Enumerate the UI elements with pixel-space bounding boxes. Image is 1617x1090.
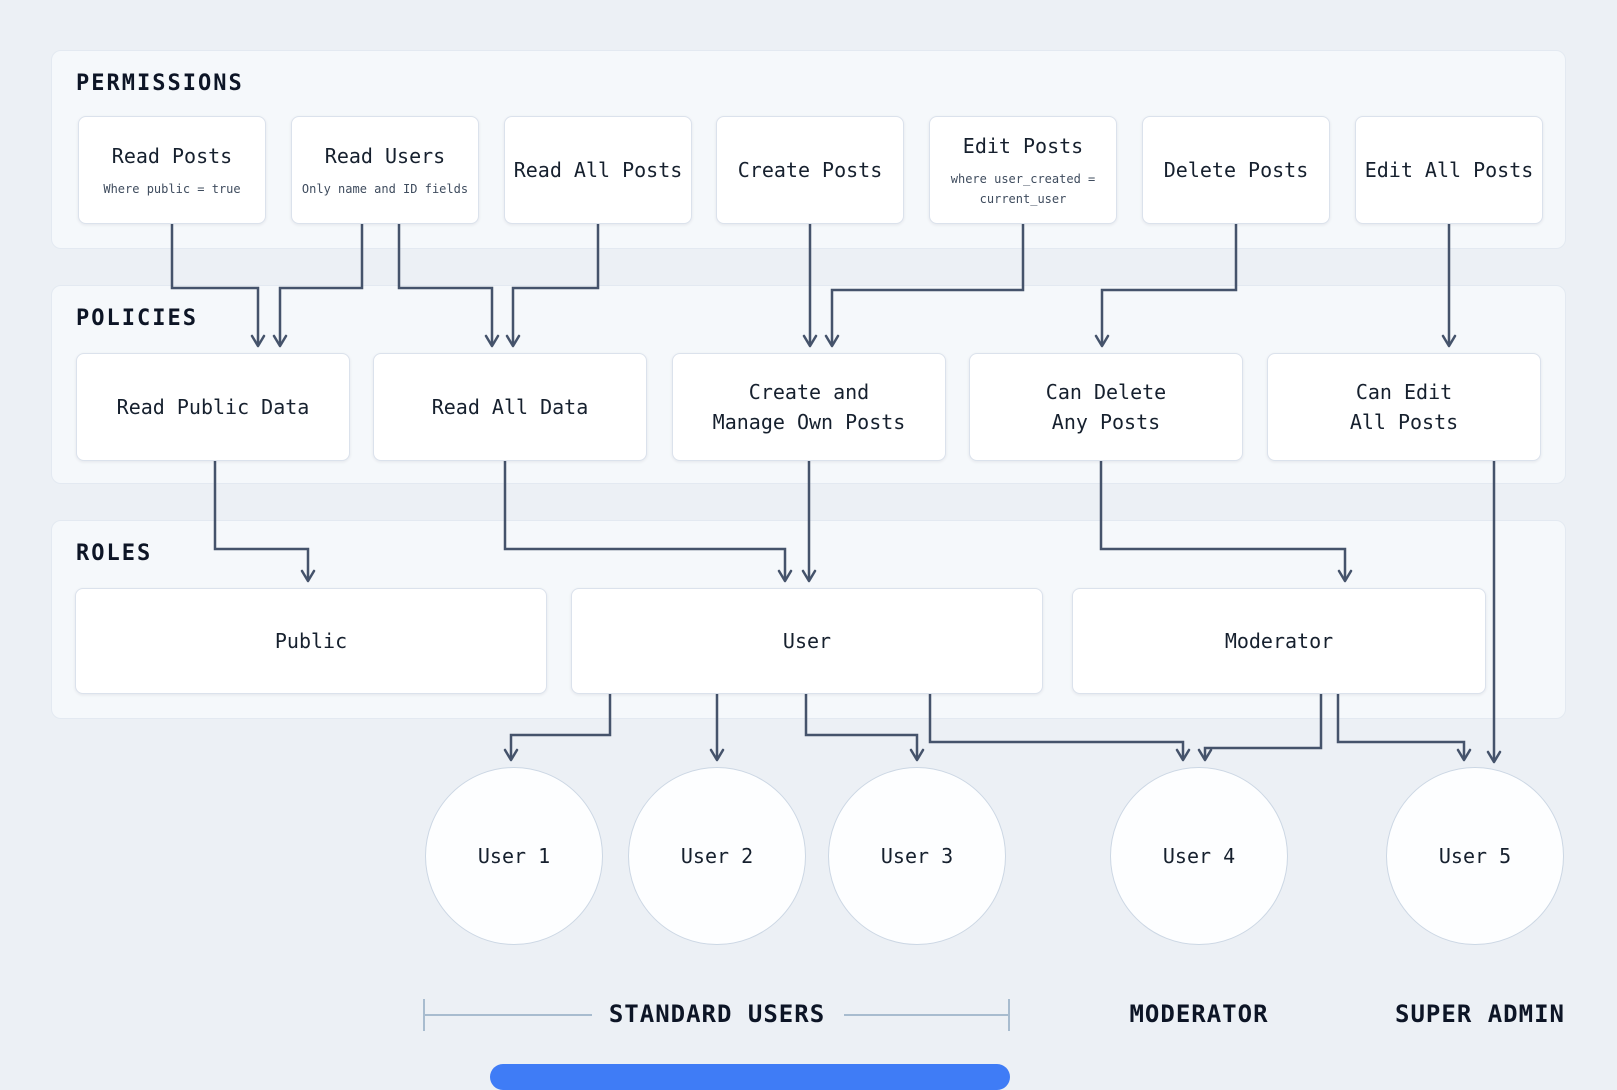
policy-node-create-manage-own-posts[interactable]: Create and Manage Own Posts [672, 353, 946, 461]
user-circle-5[interactable]: User 5 [1386, 767, 1564, 945]
policy-node-can-edit-all-posts[interactable]: Can Edit All Posts [1267, 353, 1541, 461]
user-circle-2[interactable]: User 2 [628, 767, 806, 945]
node-title: Read Users [324, 143, 446, 168]
node-title: Delete Posts [1163, 158, 1309, 182]
permission-node-edit-posts[interactable]: Edit Posts where user_created = current_… [929, 116, 1117, 224]
group-bracket-right [844, 999, 1010, 1031]
arrow-read-all-data-to-user [503, 461, 793, 583]
arrow-user-role-to-user-4 [928, 694, 1191, 762]
arrow-delete-posts-to-can-delete-any-posts [1094, 224, 1238, 348]
role-node-moderator[interactable]: Moderator [1072, 588, 1486, 694]
arrow-edit-posts-to-create-manage-own-posts [824, 224, 1025, 348]
arrow-moderator-role-to-user-5 [1336, 694, 1472, 762]
user-circle-label: User 3 [880, 844, 954, 868]
arrow-read-all-posts-to-read-all-data [505, 224, 600, 348]
permission-node-edit-all-posts[interactable]: Edit All Posts [1355, 116, 1543, 224]
policies-section-title: POLICIES [76, 306, 198, 331]
node-title: Can Edit All Posts [1349, 380, 1459, 434]
role-node-public[interactable]: Public [75, 588, 547, 694]
user-circle-label: User 1 [477, 844, 551, 868]
node-title: Read Posts [111, 143, 233, 168]
policy-node-read-all-data[interactable]: Read All Data [373, 353, 647, 461]
user-circle-4[interactable]: User 4 [1110, 767, 1288, 945]
node-subtitle: Only name and ID fields [301, 181, 469, 196]
user-circle-1[interactable]: User 1 [425, 767, 603, 945]
node-title: Create and Manage Own Posts [712, 380, 906, 434]
permission-node-read-all-posts[interactable]: Read All Posts [504, 116, 692, 224]
node-title: Read All Posts [513, 158, 683, 182]
policy-node-read-public-data[interactable]: Read Public Data [76, 353, 350, 461]
arrow-read-posts-to-read-public-data [170, 224, 266, 348]
node-title: Create Posts [737, 158, 883, 182]
role-node-user[interactable]: User [571, 588, 1043, 694]
node-title: Read Public Data [116, 395, 310, 419]
horizontal-scrollbar[interactable] [490, 1064, 1010, 1090]
node-title: Moderator [1224, 629, 1334, 653]
node-title: Edit Posts [962, 134, 1084, 159]
group-bracket-left [423, 999, 592, 1031]
permission-node-create-posts[interactable]: Create Posts [716, 116, 904, 224]
user-circle-label: User 5 [1438, 844, 1512, 868]
node-title: Public [274, 629, 348, 653]
user-circle-label: User 2 [680, 844, 754, 868]
arrow-read-users-to-read-all-data [397, 224, 500, 348]
user-circle-3[interactable]: User 3 [828, 767, 1006, 945]
permissions-section-title: PERMISSIONS [76, 71, 244, 96]
arrow-moderator-role-to-user-4 [1197, 694, 1323, 762]
node-subtitle: Where public = true [103, 181, 241, 196]
arrow-user-role-to-user-1 [503, 694, 612, 762]
group-label-standard-users: STANDARD USERS [608, 1000, 826, 1028]
arrow-can-delete-any-posts-to-moderator [1099, 461, 1353, 583]
permission-node-read-posts[interactable]: Read Posts Where public = true [78, 116, 266, 224]
group-label-moderator: MODERATOR [1129, 1000, 1269, 1028]
permission-node-delete-posts[interactable]: Delete Posts [1142, 116, 1330, 224]
node-title: Read All Data [431, 395, 589, 419]
user-circle-label: User 4 [1162, 844, 1236, 868]
policy-node-can-delete-any-posts[interactable]: Can Delete Any Posts [969, 353, 1243, 461]
arrow-user-role-to-user-3 [804, 694, 925, 762]
node-subtitle: where user_created = current_user [950, 172, 1096, 206]
node-title: Edit All Posts [1364, 158, 1534, 182]
roles-section-title: ROLES [76, 541, 153, 566]
arrow-read-public-data-to-public [213, 461, 316, 583]
node-title: Can Delete Any Posts [1045, 380, 1167, 434]
permission-node-read-users[interactable]: Read Users Only name and ID fields [291, 116, 479, 224]
arrow-read-users-to-read-public-data [272, 224, 364, 348]
group-label-super-admin: SUPER ADMIN [1395, 1000, 1565, 1028]
node-title: User [782, 629, 832, 653]
